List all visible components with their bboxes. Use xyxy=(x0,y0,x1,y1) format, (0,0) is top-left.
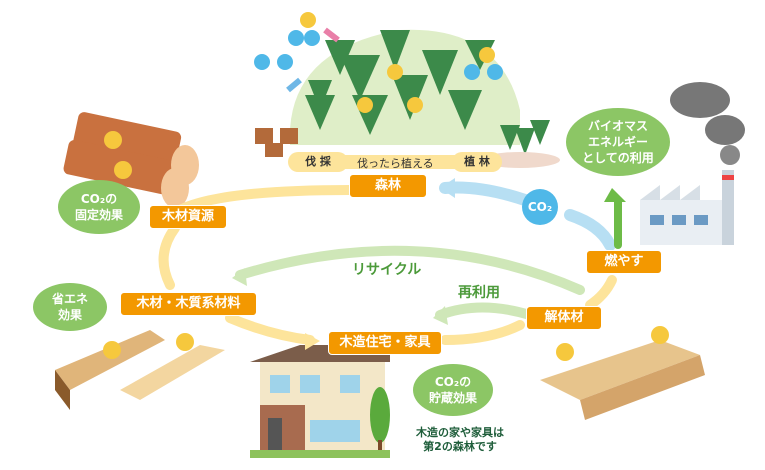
lumber xyxy=(55,330,165,390)
caption: 木造の家や家具は 第2の森林です xyxy=(416,426,504,453)
effect-co2-fixation: CO₂の 固定効果 xyxy=(58,180,140,234)
effect-co2-storage: CO₂の 貯蔵効果 xyxy=(413,364,493,416)
house xyxy=(250,345,390,458)
cutting-label: 伐 採 xyxy=(288,152,348,172)
label-materials: 木材・木質系材料 xyxy=(120,292,257,316)
label-burn: 燃やす xyxy=(586,250,662,274)
label-housing: 木造住宅・家具 xyxy=(328,331,442,355)
reuse-label: 再利用 xyxy=(458,285,500,301)
recycle-label: リサイクル xyxy=(352,262,422,278)
effect-energy-saving: 省エネ 効果 xyxy=(33,283,107,331)
label-forest: 森林 xyxy=(349,174,427,198)
replant-note: 伐ったら植える xyxy=(357,157,434,170)
co2-characters xyxy=(254,12,503,113)
label-wood-resource: 木材資源 xyxy=(149,205,227,229)
label-demolition: 解体材 xyxy=(526,306,602,330)
planting-label: 植 林 xyxy=(452,152,502,172)
factory xyxy=(640,82,745,245)
effect-biomass: バイオマス エネルギー としての利用 xyxy=(566,108,670,176)
co2-bubble: CO₂ xyxy=(522,189,558,225)
demolition-wood xyxy=(540,340,700,400)
stumps xyxy=(255,128,298,157)
